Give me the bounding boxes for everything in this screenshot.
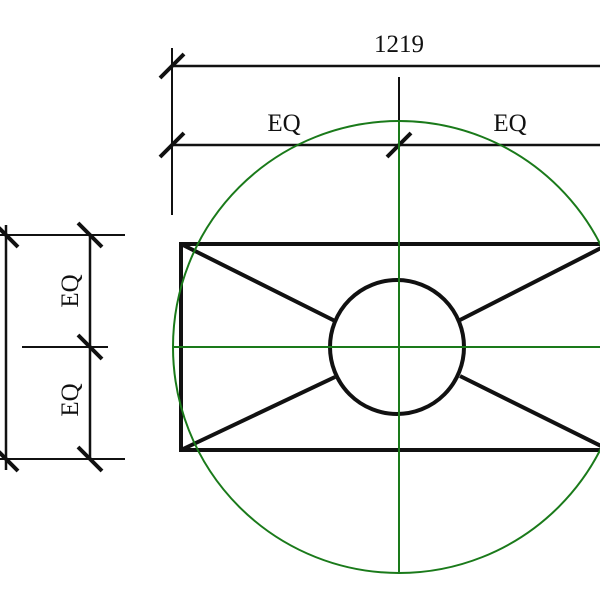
tick-mark <box>0 450 20 473</box>
tick-mark <box>0 226 20 249</box>
tick-mark <box>76 221 104 249</box>
left-lower-eq-label: EQ <box>57 383 84 416</box>
tick-mark <box>76 445 104 473</box>
top-right-eq-label: EQ <box>493 110 526 137</box>
diagonal-brace <box>180 242 336 323</box>
diagonal-brace <box>180 375 336 452</box>
tick-mark <box>158 52 186 80</box>
top-left-eq-label: EQ <box>267 110 300 137</box>
tick-mark <box>158 131 186 159</box>
left-dimensions <box>0 221 125 473</box>
tick-mark <box>76 333 104 361</box>
overall-dimension-label: 1219 <box>374 31 424 58</box>
diagonal-brace <box>459 246 600 322</box>
left-upper-eq-label: EQ <box>57 274 84 307</box>
diagonal-brace <box>459 374 600 448</box>
centerlines <box>172 120 600 574</box>
top-dimensions <box>158 48 600 215</box>
